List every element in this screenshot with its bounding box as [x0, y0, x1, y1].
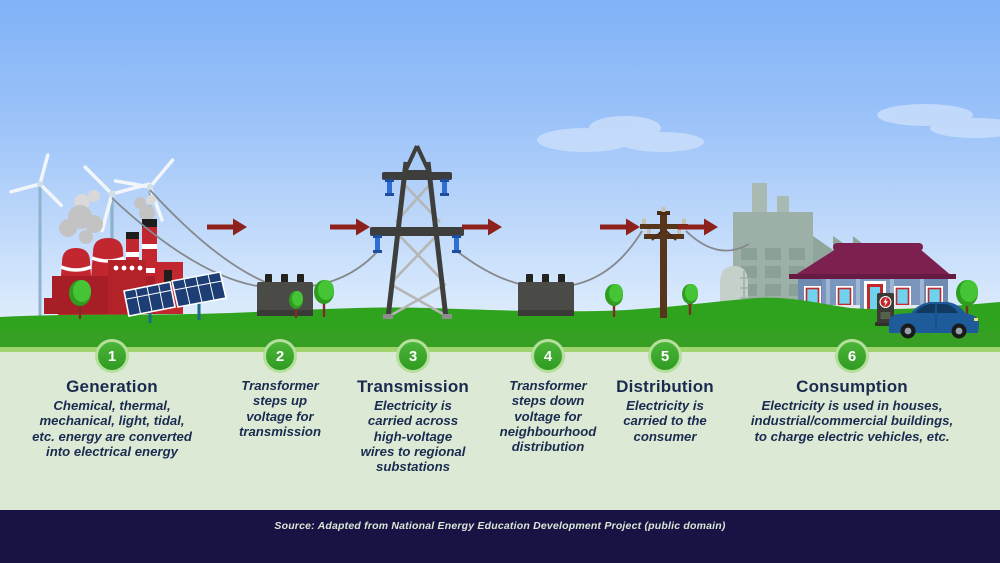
- stage-badge-1: 1: [95, 339, 129, 373]
- utility-pole-icon: [640, 207, 688, 318]
- stage-step-down-transformer: Transformer steps down voltage for neigh…: [478, 377, 618, 455]
- tree-icon: [69, 280, 978, 320]
- stage-distribution: Distribution Electricity is carried to t…: [593, 377, 737, 444]
- stage-description: Electricity is carried across high-volta…: [360, 398, 466, 475]
- source-note: Source: Adapted from National Energy Edu…: [274, 520, 726, 532]
- ground-band: [0, 331, 1000, 348]
- house-window: [804, 286, 943, 307]
- insulator: [373, 179, 461, 253]
- stage-title: Transmission: [357, 377, 469, 396]
- footer-bar: Source: Adapted from National Energy Edu…: [0, 510, 1000, 563]
- flow-arrow-icon: [207, 218, 718, 236]
- step-down-transformer-icon: [518, 274, 574, 316]
- smoke-icon: [59, 190, 156, 244]
- stage-step-up-transformer: Transformer steps up voltage for transmi…: [212, 377, 348, 439]
- cloud-icon: [537, 104, 1000, 152]
- solar-panel-icon: [123, 271, 227, 323]
- stage-description: Transformer steps down voltage for neigh…: [499, 378, 597, 455]
- stage-badge-6: 6: [835, 339, 869, 373]
- stage-title: Generation: [66, 377, 158, 396]
- stage-generation: Generation Chemical, thermal, mechanical…: [2, 377, 222, 459]
- stage-description: Electricity is carried to the consumer: [623, 398, 707, 444]
- stage-badge-4: 4: [531, 339, 565, 373]
- stage-description: Chemical, thermal, mechanical, light, ti…: [32, 398, 192, 459]
- stage-badge-5: 5: [648, 339, 682, 373]
- band-divider: [0, 347, 1000, 352]
- stages-panel: Generation Chemical, thermal, mechanical…: [0, 352, 1000, 510]
- stage-transmission: Transmission Electricity is carried acro…: [338, 377, 488, 475]
- stage-title: Consumption: [796, 377, 908, 396]
- scene-illustration: [0, 0, 1000, 352]
- electric-car-icon: [889, 302, 979, 339]
- stage-consumption: Consumption Electricity is used in house…: [697, 377, 1000, 444]
- stage-description: Transformer steps up voltage for transmi…: [238, 378, 322, 439]
- transmission-tower-icon: [370, 145, 464, 320]
- stage-description: Electricity is used in houses, industria…: [750, 398, 954, 444]
- stage-badge-3: 3: [396, 339, 430, 373]
- stage-badge-2: 2: [263, 339, 297, 373]
- stage-title: Distribution: [616, 377, 714, 396]
